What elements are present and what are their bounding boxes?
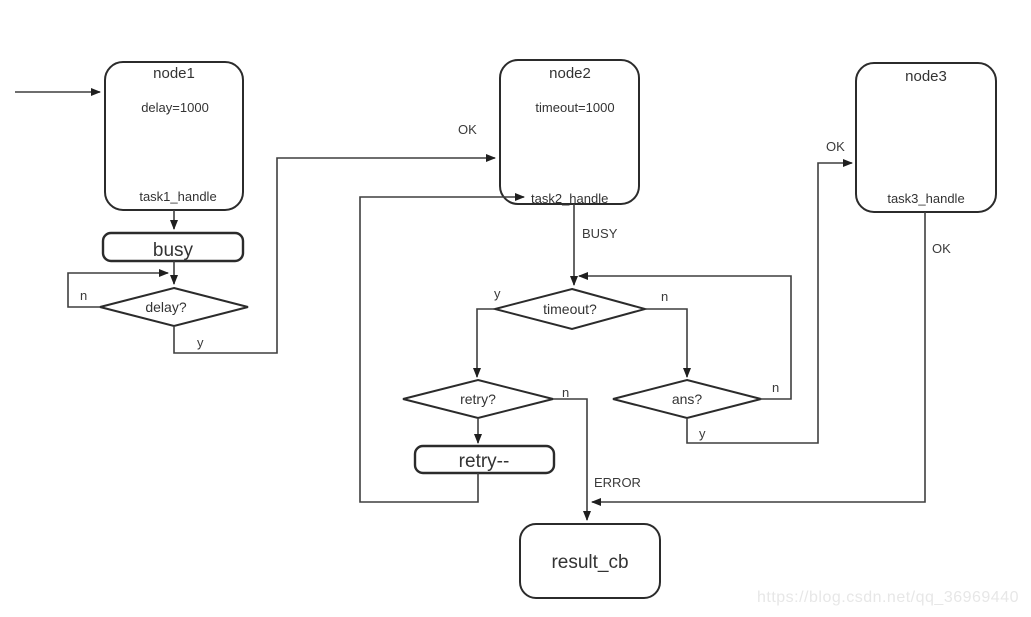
- node1-title: node1: [153, 65, 195, 82]
- delay-decision-label: delay?: [145, 299, 186, 315]
- edge-node3-ok-to-result: [591, 212, 926, 506]
- result-cb-box: [519, 523, 661, 599]
- edge-label-timeout-n: n: [661, 289, 668, 304]
- node3-handle: task3_handle: [887, 191, 964, 206]
- edge-label-ans-y: y: [699, 426, 706, 441]
- edge-label-delay-n: n: [80, 288, 87, 303]
- retry-decrement-box: [413, 444, 556, 475]
- busy-label: busy: [153, 240, 194, 261]
- edge-label-busy: BUSY: [582, 226, 618, 241]
- node2-param: timeout=1000: [535, 100, 614, 115]
- edge-delay-n-loop: [67, 269, 169, 308]
- result-cb-label: result_cb: [551, 552, 628, 573]
- shapes: [99, 59, 997, 599]
- edge-ans-n-loop-to-timeout: [578, 272, 792, 400]
- csdn-watermark: https://blog.csdn.net/qq_36969440: [756, 589, 1019, 606]
- edge-label-delay-y: y: [197, 335, 204, 350]
- node3-title: node3: [905, 68, 947, 85]
- edge-labels: OK BUSY n y y n n n y ERROR OK OK: [80, 122, 951, 490]
- node-texts: node1 delay=1000 task1_handle node2 time…: [139, 65, 964, 573]
- edge-label-timeout-y: y: [494, 286, 501, 301]
- edge-label-ok-node3-out: OK: [932, 241, 951, 256]
- edge-label-ok-node3-in: OK: [826, 139, 845, 154]
- node2-title: node2: [549, 65, 591, 82]
- node1-handle: task1_handle: [139, 189, 216, 204]
- edge-retry-loop-to-task2: [359, 193, 525, 503]
- edge-label-ans-n: n: [772, 380, 779, 395]
- node2-box: [499, 59, 640, 205]
- node3-box: [855, 62, 997, 213]
- node1-box: [104, 61, 244, 211]
- node1-param: delay=1000: [141, 100, 209, 115]
- timeout-decision-diamond: [491, 287, 649, 331]
- edge-retry-n-error-to-result: [553, 398, 591, 521]
- busy-box: [101, 231, 245, 263]
- edge-timeout-n-to-ans: [645, 308, 691, 378]
- retry-decrement-label: retry--: [459, 451, 510, 472]
- edges: [15, 88, 926, 521]
- edge-timeout-y-to-retry: [473, 308, 495, 378]
- edge-delay-y-to-node2: [173, 154, 496, 354]
- node2-handle: task2_handle: [531, 191, 608, 206]
- ans-decision-label: ans?: [672, 391, 703, 407]
- edge-label-retry-n: n: [562, 385, 569, 400]
- retry-decision-label: retry?: [460, 391, 496, 407]
- timeout-decision-label: timeout?: [543, 301, 597, 317]
- edge-label-ok-node2: OK: [458, 122, 477, 137]
- edge-label-error: ERROR: [594, 475, 641, 490]
- edge-ans-y-to-node3: [686, 159, 853, 444]
